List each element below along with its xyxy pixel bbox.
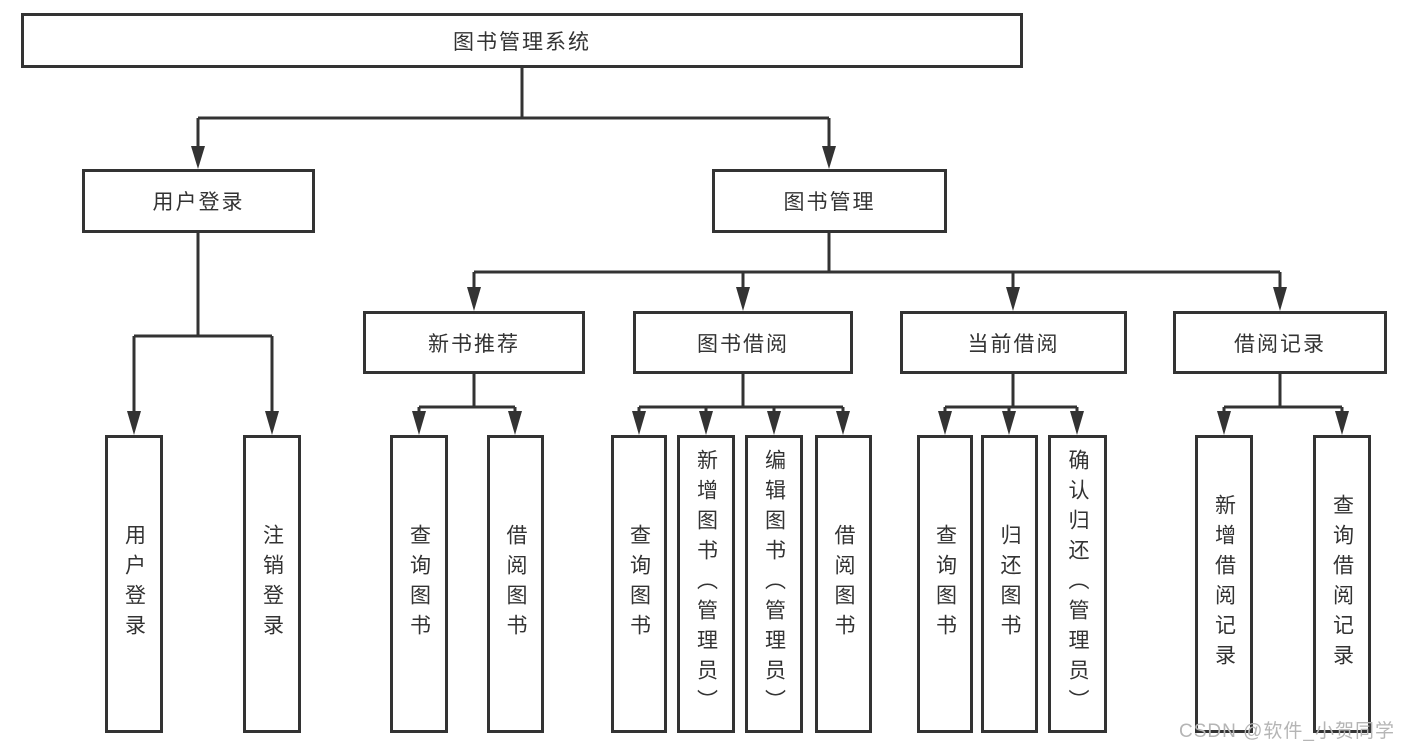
node-label: 当前借阅	[967, 332, 1060, 356]
leaf-add-borrow-record: 新增借阅记录	[1195, 435, 1253, 733]
csdn-watermark: CSDN @软件_小贺同学	[1179, 721, 1395, 742]
leaf-add-book-admin: 新增图书（管理员）	[677, 435, 735, 733]
leaf-query-borrow-record: 查询借阅记录	[1313, 435, 1371, 733]
edges-user-login-to-leaves	[132, 233, 274, 414]
leaf-label: 查询图书	[627, 524, 651, 644]
node-current-borrow: 当前借阅	[900, 311, 1127, 374]
leaf-edit-book-admin: 编辑图书（管理员）	[745, 435, 803, 733]
leaf-label: 用户登录	[122, 524, 146, 644]
node-label: 用户登录	[152, 191, 245, 214]
arrowheads	[127, 146, 1349, 435]
leaf-logout-login: 注销登录	[243, 435, 301, 733]
node-user-login: 用户登录	[82, 169, 315, 233]
edges-new-book-recommend	[417, 374, 517, 414]
leaf-label: 借阅图书	[832, 524, 855, 644]
node-label: 图书管理	[783, 191, 876, 214]
leaf-label: 新增图书（管理员）	[694, 449, 718, 719]
leaf-borrow-books-recommend: 借阅图书	[487, 435, 544, 733]
leaf-query-books-recommend: 查询图书	[390, 435, 448, 733]
leaf-label: 查询借阅记录	[1330, 494, 1354, 674]
node-label: 图书借阅	[697, 332, 789, 356]
leaf-query-books-current: 查询图书	[917, 435, 973, 733]
leaf-label: 借阅图书	[504, 524, 527, 644]
leaf-label: 查询图书	[407, 524, 431, 644]
edges-book-management-to-level3	[472, 233, 1282, 290]
leaf-query-books-borrow: 查询图书	[611, 435, 667, 733]
leaf-confirm-return-admin: 确认归还（管理员）	[1048, 435, 1107, 733]
leaf-label: 确认归还（管理员）	[1066, 449, 1089, 719]
leaf-label: 新增借阅记录	[1212, 494, 1236, 674]
edges-borrow-records	[1222, 374, 1344, 414]
leaf-return-book: 归还图书	[981, 435, 1038, 733]
leaf-label: 归还图书	[998, 524, 1021, 644]
node-book-management: 图书管理	[712, 169, 947, 233]
leaf-borrow-books: 借阅图书	[815, 435, 872, 733]
edges-root-to-level2	[196, 68, 831, 148]
node-new-book-recommend: 新书推荐	[363, 311, 585, 374]
leaf-user-login: 用户登录	[105, 435, 163, 733]
leaf-label: 注销登录	[260, 524, 284, 644]
leaf-label: 编辑图书（管理员）	[762, 449, 786, 719]
node-book-borrow: 图书借阅	[633, 311, 853, 374]
edges-book-borrow	[637, 374, 845, 414]
edges-current-borrow	[943, 374, 1079, 414]
leaf-label: 查询图书	[933, 524, 957, 644]
node-label: 新书推荐	[428, 332, 520, 356]
node-label: 图书管理系统	[453, 30, 591, 54]
node-root: 图书管理系统	[21, 13, 1023, 68]
node-borrow-records: 借阅记录	[1173, 311, 1387, 374]
node-label: 借阅记录	[1234, 332, 1326, 356]
